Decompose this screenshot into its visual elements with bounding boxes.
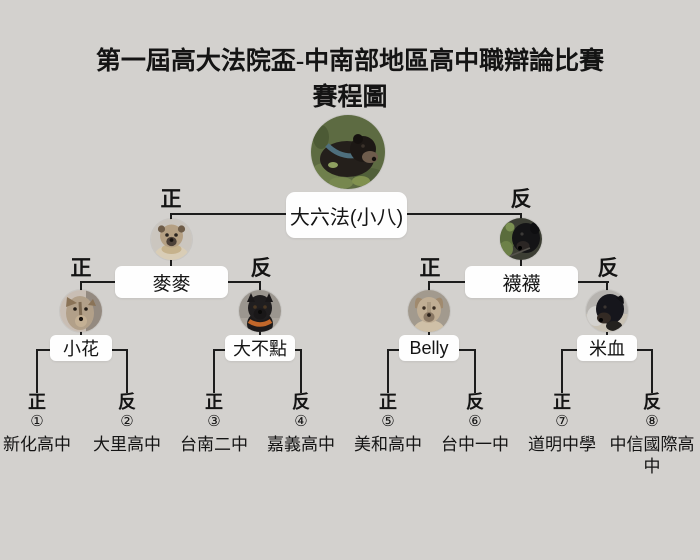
connector-line: [80, 281, 115, 283]
connector-line: [171, 213, 286, 215]
connector-line: [407, 213, 522, 215]
team-column-3: 正 ③ 台南二中: [170, 392, 258, 456]
final-name: 大六法(小八): [289, 206, 404, 229]
team-column-8: 反 ⑧ 中信國際高中: [608, 392, 696, 478]
dog-photo-qf-2: [239, 290, 281, 332]
connector-line: [651, 349, 653, 393]
bracket-node-final: 大六法(小八): [286, 192, 407, 238]
connector-line: [474, 349, 476, 393]
connector-line: [213, 349, 225, 351]
team-school: 道明中學: [528, 435, 596, 454]
team-column-2: 反 ② 大里高中: [83, 392, 171, 456]
connector-line: [36, 349, 50, 351]
side-label-pro: 正: [419, 256, 441, 280]
connector-line: [387, 349, 389, 393]
team-column-4: 反 ④ 嘉義高中: [257, 392, 345, 456]
qf-3-name: Belly: [409, 337, 449, 358]
team-column-6: 反 ⑥ 台中一中: [431, 392, 519, 456]
team-school: 嘉義高中: [267, 435, 335, 454]
team-number: ①: [30, 414, 44, 430]
connector-line: [428, 281, 465, 283]
connector-line: [387, 349, 399, 351]
bracket-node-qf-1: 小花: [50, 335, 112, 361]
team-side: 反: [118, 392, 136, 412]
team-side: 正: [205, 392, 223, 412]
team-number: ③: [207, 414, 221, 430]
team-side: 反: [643, 392, 661, 412]
qf-1-name: 小花: [63, 339, 99, 359]
dog-photo-semi-right: [500, 218, 542, 260]
dog-photo-final: [311, 115, 385, 189]
connector-line: [295, 349, 302, 351]
connector-line: [213, 349, 215, 393]
team-number: ⑤: [381, 414, 395, 430]
team-school: 台南二中: [180, 435, 248, 454]
team-number: ⑦: [555, 414, 569, 430]
black-dog-illustration: [586, 290, 628, 332]
team-column-1: 正 ① 新化高中: [0, 392, 81, 456]
side-label-con: 反: [597, 256, 619, 280]
dog-photo-semi-left: [151, 219, 192, 260]
team-number: ②: [120, 414, 134, 430]
side-label-con: 反: [510, 187, 532, 211]
bracket-node-semi-right: 襪襪: [465, 266, 578, 298]
qf-4-name: 米血: [589, 339, 625, 359]
page-title: 第一屆高大法院盃-中南部地區高中職辯論比賽: [95, 48, 605, 75]
team-side: 正: [379, 392, 397, 412]
team-school: 新化高中: [3, 435, 71, 454]
connector-line: [561, 349, 577, 351]
bracket-node-qf-2: 大不點: [225, 335, 295, 361]
qf-2-name: 大不點: [233, 339, 287, 359]
team-school: 台中一中: [441, 435, 509, 454]
page-subtitle: 賽程圖: [312, 84, 388, 111]
team-side: 正: [28, 392, 46, 412]
team-column-5: 正 ⑤ 美和高中: [344, 392, 432, 456]
bracket-node-qf-4: 米血: [577, 335, 637, 361]
dog-photo-qf-4: [586, 290, 628, 332]
connector-line: [637, 349, 653, 351]
side-label-con: 反: [250, 256, 272, 280]
connector-line: [112, 349, 128, 351]
connector-line: [300, 349, 302, 393]
tan-dog-big-ears-illustration: [408, 290, 450, 332]
team-number: ④: [294, 414, 308, 430]
bracket-node-semi-left: 麥麥: [115, 266, 228, 298]
team-side: 反: [292, 392, 310, 412]
team-side: 反: [466, 392, 484, 412]
dog-photo-qf-1: [60, 290, 102, 332]
team-side: 正: [553, 392, 571, 412]
connector-line: [561, 349, 563, 393]
tan-dog-illustration: [151, 219, 192, 260]
semi-right-name: 襪襪: [502, 273, 541, 295]
side-label-pro: 正: [70, 256, 92, 280]
team-school: 大里高中: [93, 435, 161, 454]
semi-left-name: 麥麥: [152, 273, 191, 295]
team-school: 中信國際高中: [609, 435, 695, 476]
connector-line: [36, 349, 38, 393]
connector-line: [228, 281, 261, 283]
connector-line: [459, 349, 476, 351]
team-number: ⑧: [645, 414, 659, 430]
connector-line: [126, 349, 128, 393]
team-school: 美和高中: [354, 435, 422, 454]
black-dog-foliage-illustration: [500, 218, 542, 260]
dog-photo-qf-3: [408, 290, 450, 332]
black-dog-orange-collar-illustration: [239, 290, 281, 332]
dog-on-grass-illustration: [311, 115, 385, 189]
team-column-7: 正 ⑦ 道明中學: [518, 392, 606, 456]
brindle-dog-illustration: [60, 290, 102, 332]
connector-line: [578, 281, 609, 283]
team-number: ⑥: [468, 414, 482, 430]
side-label-pro: 正: [160, 187, 182, 211]
bracket-node-qf-3: Belly: [399, 335, 459, 361]
